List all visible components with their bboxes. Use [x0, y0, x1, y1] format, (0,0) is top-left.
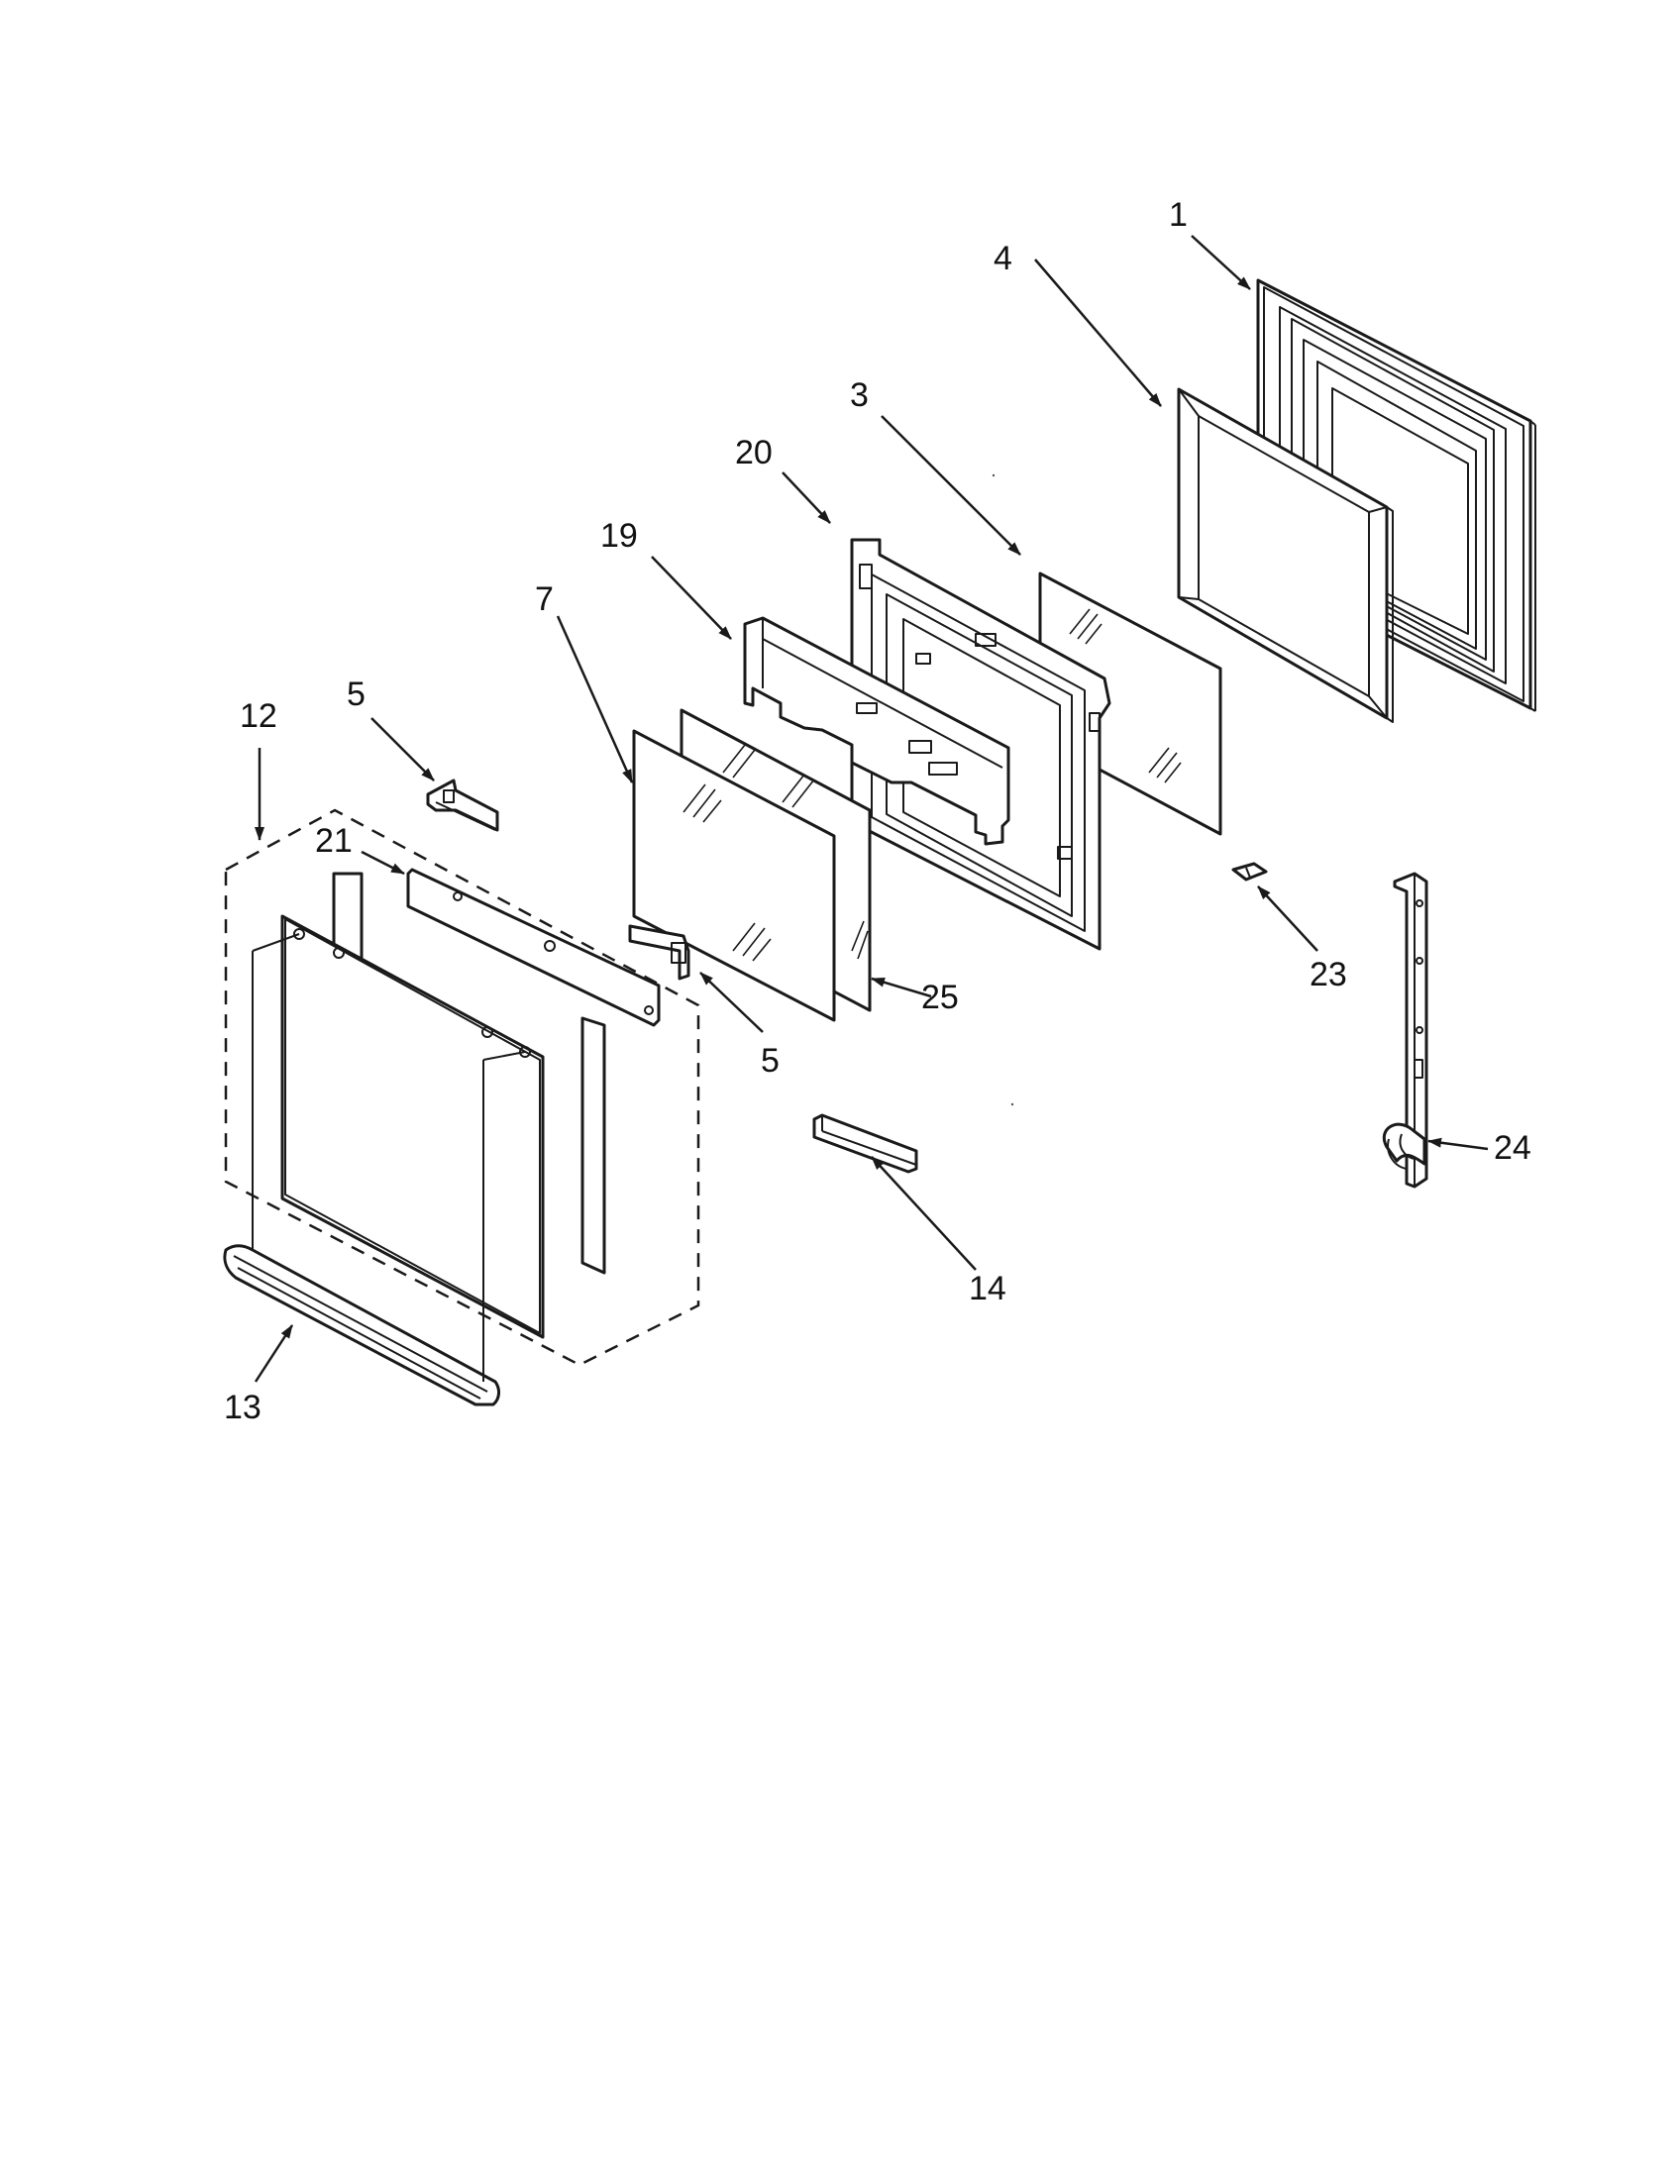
callout-labels: 1 4 3 20 19 7 12 5 21 5 25 23 24 14 13: [224, 196, 1531, 1426]
arrow-13: [254, 1324, 294, 1383]
arrow-24: [1427, 1137, 1489, 1151]
scan-speck: [992, 473, 996, 477]
arrow-4: [1034, 259, 1162, 407]
arrow-5-upper: [370, 717, 435, 781]
part-5-upper-clip: [426, 779, 499, 832]
part-13-bottom-trim: [223, 933, 526, 1406]
part-24-door-hinge: [1383, 872, 1428, 1189]
arrow-3: [881, 415, 1021, 556]
callout-5-lower: 5: [761, 1042, 780, 1080]
part-5-lower-clip: [628, 924, 690, 981]
arrow-25: [871, 977, 932, 998]
callout-7: 7: [535, 580, 554, 618]
callout-20: 20: [735, 434, 773, 471]
arrow-21: [361, 850, 405, 876]
part-14-vent-trim: [812, 1113, 918, 1174]
callout-24: 24: [1494, 1129, 1531, 1167]
arrow-5-lower: [699, 972, 764, 1033]
arrow-1: [1191, 235, 1251, 290]
part-7-outer-glass: [632, 729, 836, 1022]
arrow-23: [1257, 885, 1318, 952]
part-23-small-clip: [1231, 862, 1268, 882]
callout-4: 4: [994, 240, 1012, 277]
arrow-19: [651, 556, 732, 640]
arrow-14: [871, 1156, 977, 1271]
callout-arrows: [254, 235, 1489, 1383]
callout-13: 13: [224, 1389, 262, 1426]
callout-14: 14: [969, 1270, 1006, 1307]
callout-3: 3: [850, 376, 869, 414]
callout-23: 23: [1310, 956, 1347, 993]
arrow-20: [782, 471, 831, 524]
callout-12: 12: [240, 697, 277, 735]
part-19-door-shield: [743, 616, 1010, 846]
callout-1: 1: [1169, 196, 1188, 234]
door-outer-panel: [280, 872, 606, 1339]
callout-21: 21: [315, 822, 353, 860]
part-21-top-trim: [406, 868, 661, 1027]
part-12-door-assembly-outline: [224, 808, 700, 1367]
callout-19: 19: [600, 517, 638, 555]
scan-speck: [1010, 1102, 1014, 1106]
arrow-7: [556, 615, 634, 783]
callout-5-upper: 5: [347, 676, 366, 713]
callout-25: 25: [921, 979, 959, 1016]
part-4-door-frame: [1177, 387, 1394, 723]
